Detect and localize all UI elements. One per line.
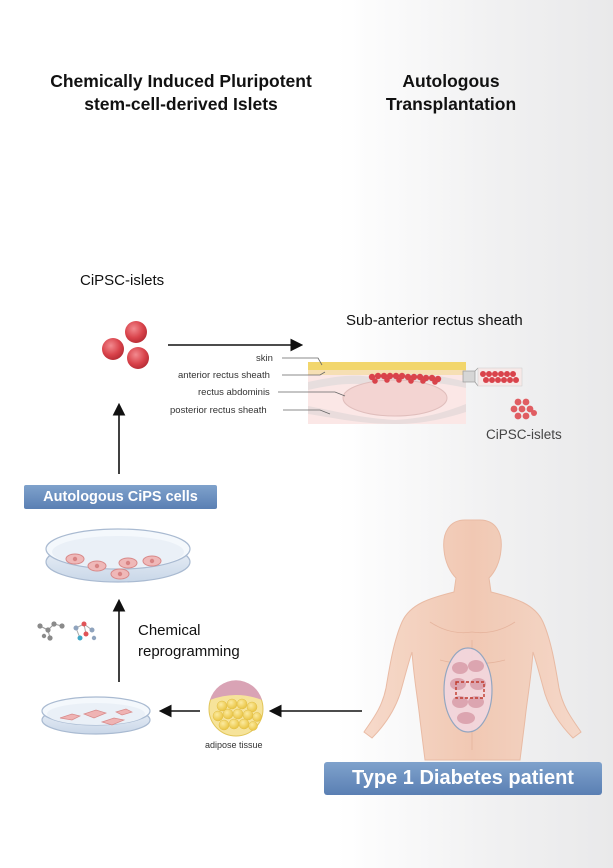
small-molecule-icon [37,621,97,641]
tissue-cross-section-icon [308,362,523,424]
right-heading-line2: Transplantation [385,94,517,114]
left-heading-line1: Chemically Induced Pluripotent [50,71,312,91]
right-heading-line1: Autologous [402,71,500,91]
skin-layer-label: skin [256,353,273,364]
left-heading: Chemically Induced Pluripotent stem-cell… [18,70,344,116]
fibroblast-dish-icon [41,696,151,735]
leader-lines [278,357,346,415]
islet-cluster-icon [102,321,149,369]
chemical-reprogramming-label: Chemical reprogramming [138,620,240,662]
anterior-layer-label: anterior rectus sheath [178,370,270,381]
autologous-cells-box: Autologous CiPS cells [24,485,217,509]
cips-dish-icon [45,528,191,583]
patient-body-icon [363,519,582,761]
small-islets-icon [510,398,537,420]
cipsc-islets-label: CiPSC-islets [80,272,165,289]
left-heading-line2: stem-cell-derived Islets [84,94,278,114]
rectus-layer-label: rectus abdominis [198,387,270,398]
adipose-label: adipose tissue [205,740,263,750]
adipose-tissue-icon [208,680,264,737]
sub-anterior-label: Sub-anterior rectus sheath [346,312,523,329]
chemical-line1: Chemical [138,622,201,639]
posterior-layer-label: posterior rectus sheath [170,405,267,416]
patient-box: Type 1 Diabetes patient [324,762,602,795]
right-heading: Autologous Transplantation [358,70,544,116]
chemical-line2: reprogramming [138,643,240,660]
cipsc-islets-small-label: CiPSC-islets [486,427,562,442]
